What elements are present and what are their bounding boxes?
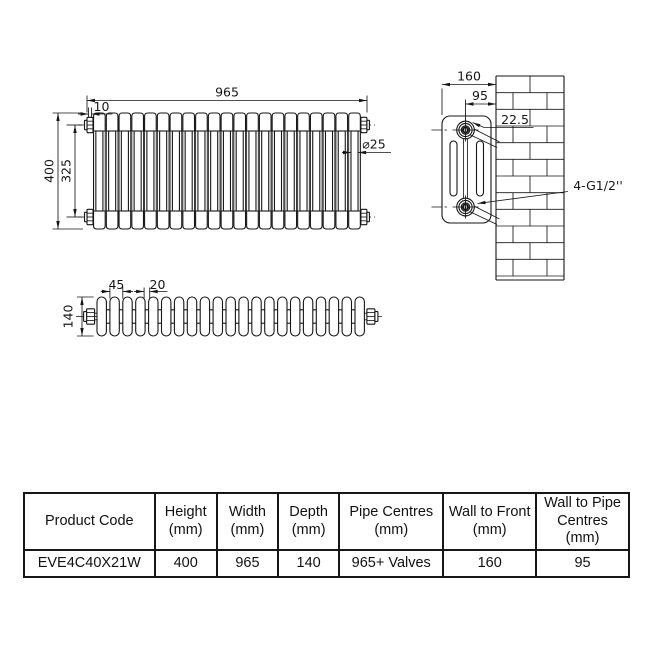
front-collector-dim-label: 325 xyxy=(59,159,74,183)
top-depth-dim-label: 140 xyxy=(61,305,76,329)
header-depth: Depth (mm) xyxy=(277,491,341,552)
header-wall-to-pipe-centres: Wall to Pipe Centres (mm) xyxy=(535,491,630,552)
value-wall-to-pipe-centres: 95 xyxy=(535,549,630,579)
header-wall-to-front: Wall to Front (mm) xyxy=(442,491,538,552)
dimension-wall-to-front-160: 160 xyxy=(441,69,496,115)
top-pitch-dim-label: 45 xyxy=(108,277,124,292)
side-connections-label: 4-G1/2'' xyxy=(573,178,623,193)
spec-header-row: Product Code Height (mm) Width (mm) Dept… xyxy=(23,491,630,552)
brick-wall xyxy=(495,75,565,281)
annotation-bracket-offset: 22.5 xyxy=(472,112,534,128)
spec-data-row: EVE4C40X21W 400 965 140 965+ Valves 160 … xyxy=(23,549,630,579)
header-height: Height (mm) xyxy=(153,491,218,552)
dimension-pitch-45: 45 xyxy=(100,277,133,299)
dimension-height-400: 400 xyxy=(42,112,83,230)
dimension-connector-20: 20 xyxy=(134,277,168,299)
header-pipe-centres: Pipe Centres (mm) xyxy=(338,491,445,552)
dimension-collector-centres-325: 325 xyxy=(59,124,82,218)
dimension-offset-10: 10 xyxy=(78,99,113,118)
side-bracket-offset-label: 22.5 xyxy=(501,112,529,127)
spec-table: Product Code Height (mm) Width (mm) Dept… xyxy=(23,491,630,579)
side-view: 160 95 22.5 4-G1/2'' xyxy=(431,69,623,281)
value-pipe-centres: 965+ Valves xyxy=(338,549,445,579)
radiator-side xyxy=(431,115,492,224)
side-wall-to-front-label: 160 xyxy=(457,69,481,84)
annotation-connections: 4-G1/2'' xyxy=(477,178,623,205)
top-view: 140 45 20 xyxy=(61,277,382,337)
dimension-width-965: 965 xyxy=(86,85,368,113)
wall-brackets xyxy=(469,128,500,225)
header-product-code: Product Code xyxy=(23,491,156,552)
value-product-code: EVE4C40X21W xyxy=(23,549,156,579)
side-wall-to-pipe-label: 95 xyxy=(472,88,488,103)
front-column-dia-label: ⌀25 xyxy=(362,137,385,152)
dimension-depth-140: 140 xyxy=(61,296,94,337)
front-height-dim-label: 400 xyxy=(42,159,57,183)
top-connector-dim-label: 20 xyxy=(150,277,166,292)
value-height: 400 xyxy=(153,549,218,579)
value-wall-to-front: 160 xyxy=(442,549,538,579)
value-depth: 140 xyxy=(277,549,341,579)
header-width: Width (mm) xyxy=(215,491,280,552)
dimension-column-diameter: ⌀25 xyxy=(342,137,391,155)
value-width: 965 xyxy=(215,549,280,579)
front-width-dim-label: 965 xyxy=(215,85,239,100)
front-offset-dim-label: 10 xyxy=(94,99,110,114)
dimension-wall-to-pipe-95: 95 xyxy=(465,88,496,121)
